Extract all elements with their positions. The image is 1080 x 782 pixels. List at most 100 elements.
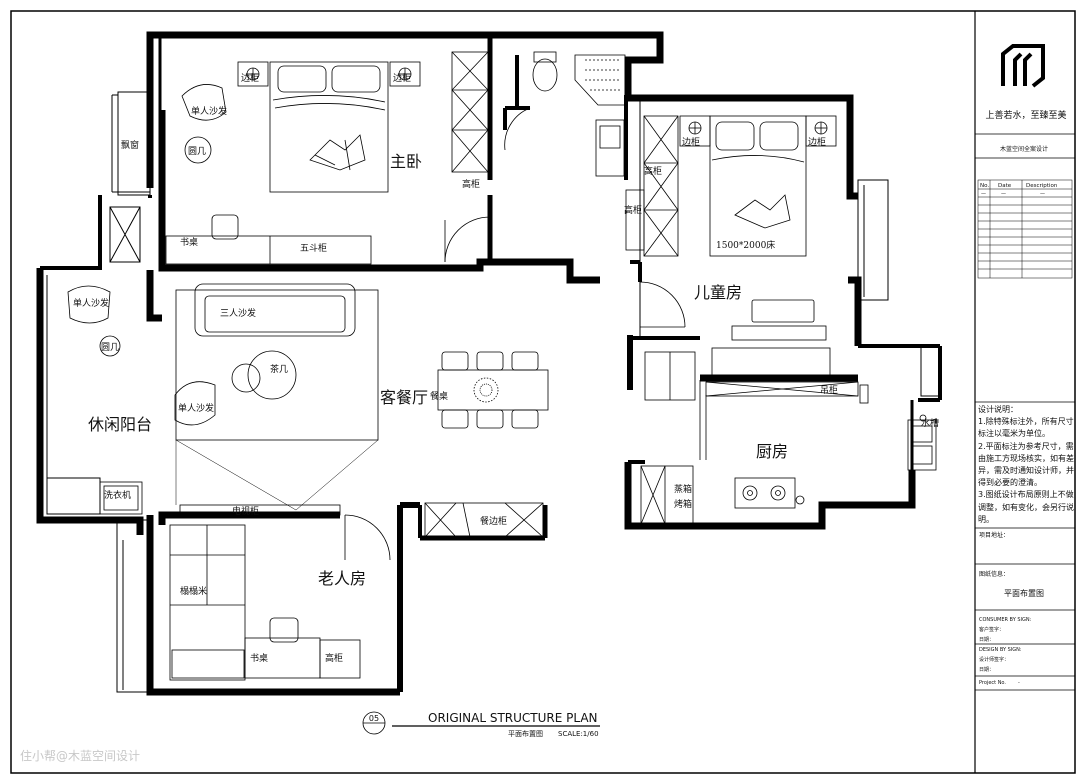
label-kids-nightstand-right: 边柜 bbox=[808, 136, 826, 148]
plan-subtitle-scale: SCALE:1/60 bbox=[558, 730, 599, 738]
wall-cabinet bbox=[705, 381, 859, 397]
label-dining-table: 餐桌 bbox=[430, 390, 448, 402]
room-labels: 主卧 儿童房 客餐厅 休闲阳台 厨房 老人房 bbox=[88, 152, 788, 588]
label-desk-master: 书桌 bbox=[180, 236, 198, 248]
label-bay-window: 飘窗 bbox=[121, 139, 139, 151]
design-sign-label: DESIGN BY SIGN: bbox=[979, 647, 1022, 653]
label-kids-nightstand-left: 边柜 bbox=[682, 136, 700, 148]
master-desk-shelf bbox=[165, 235, 372, 265]
coffee-table-small bbox=[231, 363, 261, 393]
walls bbox=[36, 31, 942, 696]
label-kids-bed: 1500*2000床 bbox=[716, 239, 775, 251]
label-nightstand-right: 边柜 bbox=[393, 72, 411, 84]
company-name: 木蓝空间全案设计 bbox=[1000, 145, 1048, 153]
living-armchair bbox=[174, 381, 216, 426]
label-tv-cabinet: 电视柜 bbox=[232, 505, 259, 517]
label-side-table-master: 圆几 bbox=[188, 146, 206, 157]
bath-vanity bbox=[595, 119, 625, 177]
master-nightstand-left bbox=[237, 61, 269, 87]
label-sink: 水槽 bbox=[921, 417, 939, 429]
kids-piano-bench bbox=[731, 325, 827, 341]
sheet-border bbox=[10, 10, 1076, 774]
kitchen-fixtures bbox=[640, 351, 937, 525]
master-desk-chair bbox=[211, 214, 239, 240]
room-elder: 老人房 bbox=[318, 569, 366, 588]
three-seat-sofa bbox=[194, 283, 356, 337]
drawing-name: 平面布置图 bbox=[1004, 588, 1044, 598]
rev-row-no: — bbox=[981, 191, 986, 197]
consumer-date-label: 日期： bbox=[979, 637, 994, 643]
rev-col-date: Date bbox=[998, 183, 1012, 189]
window-lines bbox=[46, 40, 940, 693]
project-no-value: - bbox=[1018, 680, 1020, 686]
note-1: 1.除特殊标注外，所有尺寸标注以毫米为单位。 bbox=[978, 417, 1074, 439]
master-armchair bbox=[181, 84, 227, 121]
plan-title: 05 ORIGINAL STRUCTURE PLAN 平面布置图 SCALE:1… bbox=[362, 711, 600, 738]
bathroom-fixtures bbox=[532, 51, 626, 177]
doors bbox=[344, 107, 707, 561]
project-address-label: 项目地址： bbox=[979, 531, 1009, 539]
label-sofa: 三人沙发 bbox=[220, 307, 256, 319]
consumer-name-label: 客户签字： bbox=[979, 626, 1004, 633]
rev-row-description: — bbox=[1040, 191, 1045, 197]
washing-machine bbox=[99, 481, 143, 515]
rev-col-description: Description bbox=[1026, 183, 1058, 189]
master-furniture bbox=[165, 51, 489, 265]
plan-title-main: ORIGINAL STRUCTURE PLAN bbox=[428, 711, 598, 725]
room-master: 主卧 bbox=[390, 152, 422, 171]
tall-appliance-unit bbox=[640, 465, 694, 525]
master-wardrobe bbox=[451, 51, 489, 173]
label-tatami: 榻榻米 bbox=[180, 585, 207, 597]
label-wall-cabinet: 吊柜 bbox=[820, 384, 838, 396]
label-armchair-balcony-bottom: 单人沙发 bbox=[178, 402, 214, 414]
label-armchair-balcony-top: 单人沙发 bbox=[73, 297, 109, 309]
label-armchair-master: 单人沙发 bbox=[191, 105, 227, 117]
design-date-label: 日期： bbox=[979, 667, 994, 673]
label-tall-cabinet-elder: 高柜 bbox=[325, 652, 343, 664]
kids-bed bbox=[709, 115, 807, 257]
room-living: 客餐厅 bbox=[380, 388, 428, 407]
balcony-side-table bbox=[99, 335, 121, 357]
shower-tray bbox=[574, 54, 626, 106]
rev-row-date: — bbox=[1001, 191, 1006, 197]
dining-sideboard bbox=[424, 502, 544, 538]
note-2: 2.平面标注为参考尺寸，需由施工方现场核实，如有差异，需及时通知设计师，并得到必… bbox=[978, 441, 1074, 488]
title-block: 上善若水，至臻至美 木蓝空间全案设计 No. Date Description … bbox=[975, 44, 1075, 691]
kids-wardrobe bbox=[625, 115, 679, 257]
master-side-table bbox=[184, 136, 212, 164]
label-chest: 五斗柜 bbox=[300, 242, 327, 254]
living-furniture bbox=[174, 283, 549, 538]
balcony-armchair-top bbox=[67, 285, 111, 324]
label-tall-cabinet-master: 高柜 bbox=[462, 178, 480, 190]
label-kids-tall-1: 高柜 bbox=[644, 165, 662, 177]
label-steamer: 蒸箱 bbox=[674, 483, 692, 495]
project-no-label: Project No. bbox=[979, 680, 1006, 686]
label-coffee-table: 茶几 bbox=[270, 363, 288, 375]
label-sideboard: 餐边柜 bbox=[480, 515, 507, 527]
room-balcony: 休闲阳台 bbox=[88, 415, 152, 434]
elder-tall-cabinet bbox=[319, 639, 361, 679]
coffee-table-large bbox=[247, 350, 297, 400]
tatami-platform bbox=[169, 524, 246, 681]
tv-sightline bbox=[175, 439, 379, 511]
kitchen-sink bbox=[907, 419, 937, 471]
master-bed bbox=[269, 61, 389, 193]
watermark-text: 住小帮@木蓝空间设计 bbox=[20, 749, 140, 763]
designer-label: 设计师签字： bbox=[979, 656, 1009, 663]
room-kitchen: 厨房 bbox=[756, 442, 788, 461]
tv-cabinet bbox=[179, 504, 341, 516]
cooktop bbox=[734, 477, 805, 509]
kids-furniture bbox=[625, 115, 837, 377]
note-3: 3.图纸设计布局原则上不做调整，如有变化，会另行说明。 bbox=[978, 490, 1074, 524]
dining-set bbox=[437, 351, 549, 429]
label-kids-tall-2: 高柜 bbox=[624, 204, 642, 216]
furniture-labels: 飘窗 单人沙发 圆几 边柜 边柜 高柜 书桌 五斗柜 单人沙发 圆几 单人沙发 … bbox=[73, 72, 939, 664]
label-desk-elder: 书桌 bbox=[250, 652, 268, 664]
drawing-info-label: 图纸信息： bbox=[979, 570, 1009, 578]
rev-col-no: No. bbox=[980, 183, 989, 189]
company-slogan: 上善若水，至臻至美 bbox=[985, 109, 1066, 121]
design-notes: 设计说明： 1.除特殊标注外，所有尺寸标注以毫米为单位。 2.平面标注为参考尺寸… bbox=[978, 404, 1074, 526]
label-nightstand-left: 边柜 bbox=[241, 72, 259, 84]
label-washer: 洗衣机 bbox=[104, 489, 131, 501]
